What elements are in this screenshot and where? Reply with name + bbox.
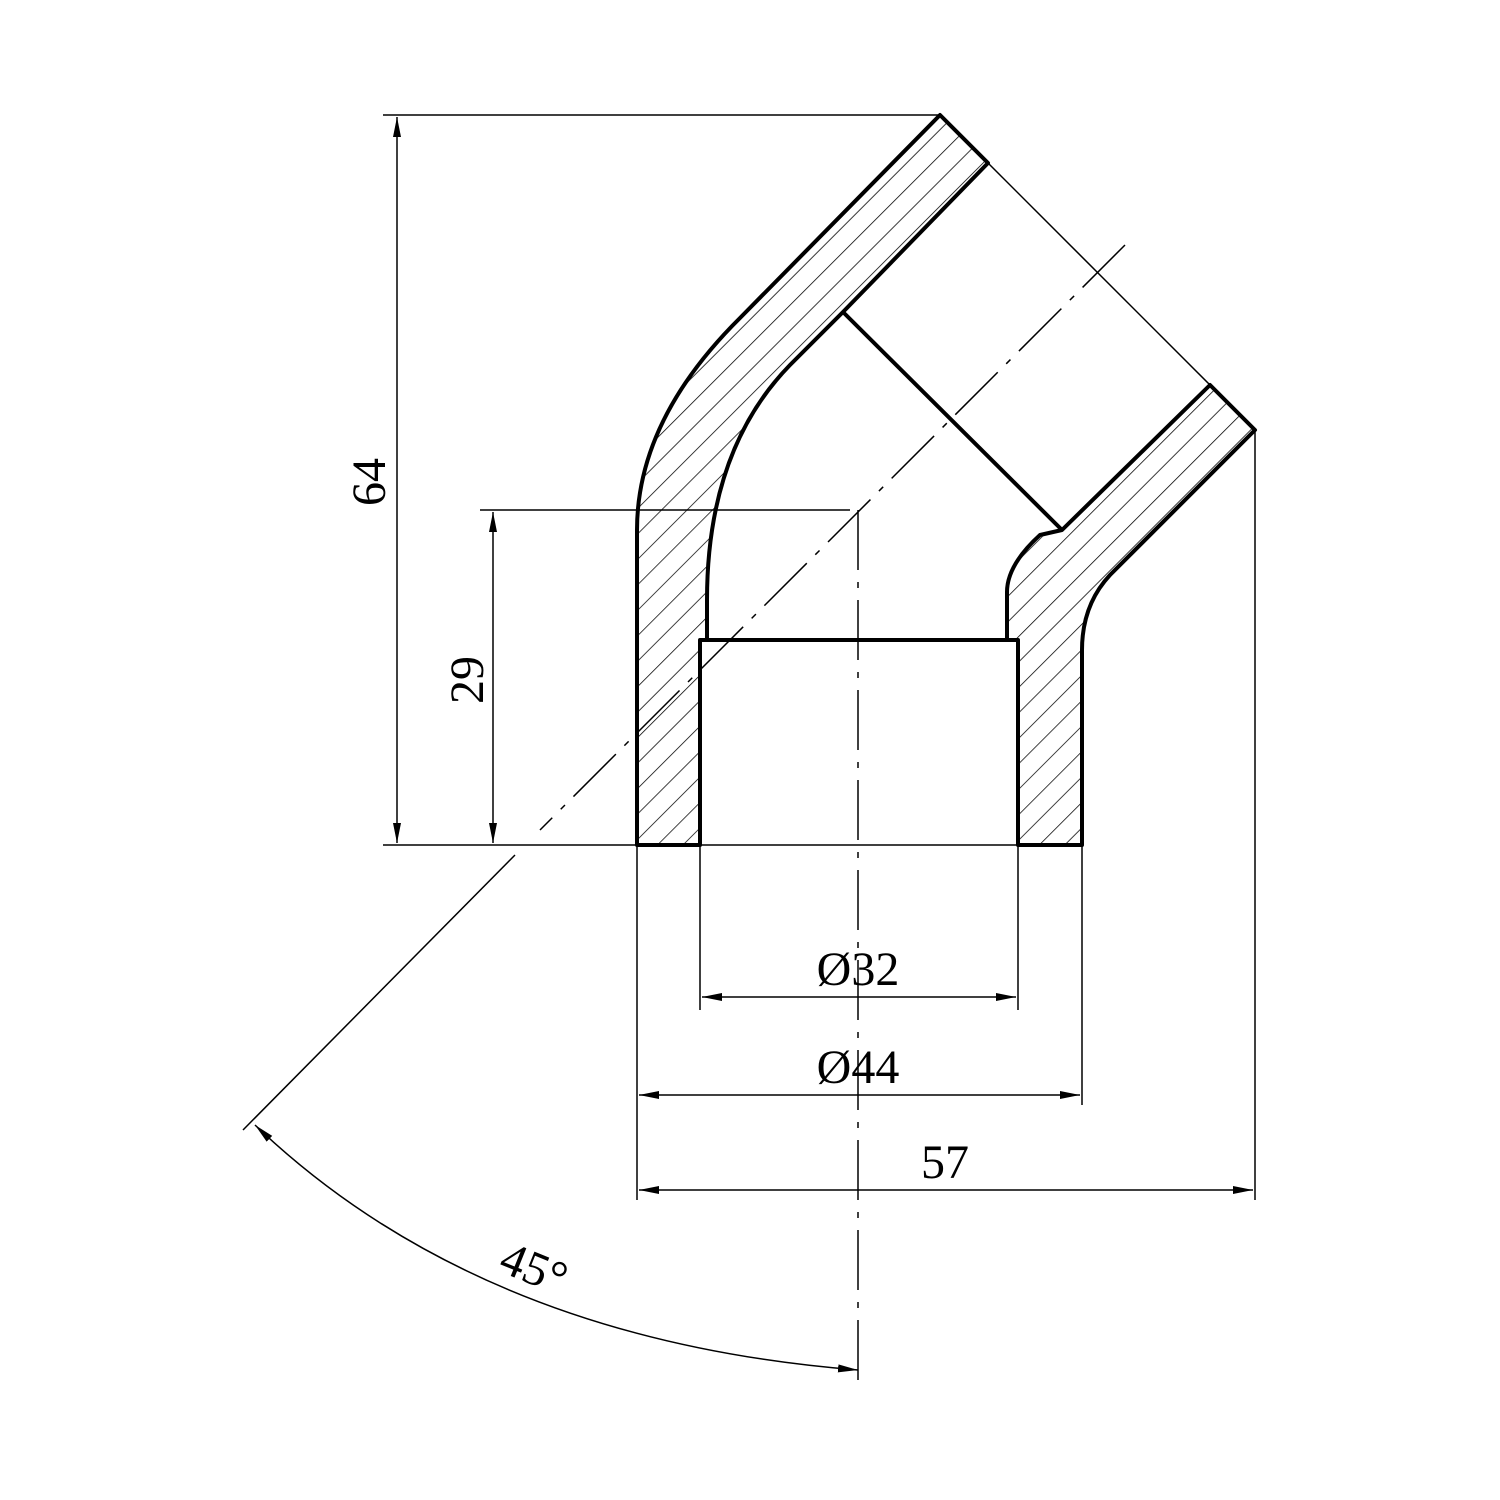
dim-text-d44: Ø44: [817, 1041, 900, 1094]
right-wall-section: [1005, 383, 1257, 847]
diagonal-centerline: [539, 244, 1126, 831]
dim-text-29: 29: [441, 656, 494, 704]
dim-text-64: 64: [343, 458, 396, 506]
dim-text-57: 57: [921, 1136, 969, 1189]
angle-ext-line: [242, 854, 516, 1131]
dim-text-d32: Ø32: [817, 943, 900, 996]
angle-arc: [254, 1124, 859, 1373]
upper-opening-line: [987, 162, 1211, 386]
left-wall-section: [635, 113, 990, 847]
dim-text-45: 45°: [493, 1231, 575, 1305]
upper-socket-seat: [841, 310, 1064, 532]
